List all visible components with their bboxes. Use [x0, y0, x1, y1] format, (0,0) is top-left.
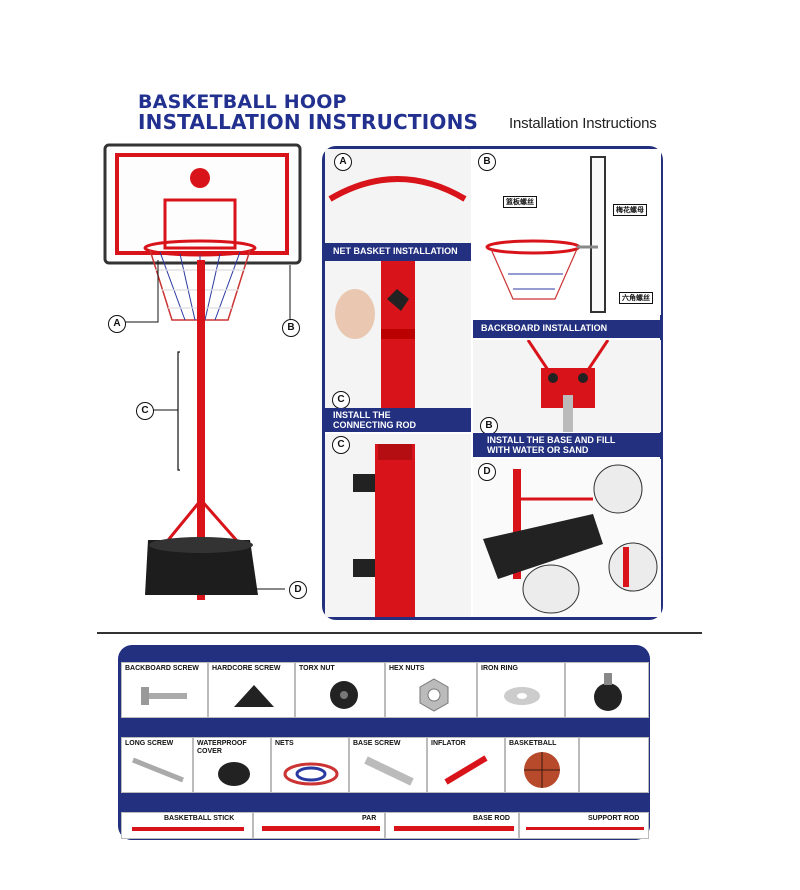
long-screw-icon [132, 757, 184, 783]
part-label: HEX NUTS [389, 665, 425, 672]
step-b-letter: B [478, 153, 496, 171]
basketball-icon [524, 752, 560, 788]
step-a-label: NET BASKET INSTALLATION [333, 246, 458, 256]
part-waterproof-cover: WATERPROOF COVER [193, 737, 271, 793]
panel-backboard: 篮板螺丝 梅花螺母 六角螺丝 [473, 149, 661, 315]
step-c-top-label-1: INSTALL THE [333, 410, 391, 420]
callout-d: D [289, 581, 307, 599]
callout-b: B [282, 319, 300, 337]
rod-par: PAR [253, 812, 385, 839]
hex-nut-icon [419, 678, 449, 712]
tag-torx-nut: 梅花螺母 [613, 204, 647, 216]
subtitle: Installation Instructions [509, 115, 657, 132]
base-install-illustration [483, 464, 658, 614]
tag-hex-screw: 六角螺丝 [619, 292, 653, 304]
tag-backboard-screw: 篮板螺丝 [503, 196, 537, 208]
callout-a: A [108, 315, 126, 333]
part-label: NETS [275, 740, 294, 747]
step-c-top-label-2: CONNECTING ROD [333, 420, 416, 430]
base-screw-icon [364, 756, 414, 786]
part-label: INFLATOR [431, 740, 466, 747]
panel-connecting-rod [325, 434, 471, 617]
step-c-top-letter: C [332, 391, 350, 409]
rod-label: BASE ROD [473, 815, 510, 822]
rod-bar [262, 826, 380, 831]
part-hex-nuts: HEX NUTS [385, 662, 477, 718]
backboard-install-illustration [485, 156, 606, 313]
part-label: TORX NUT [299, 665, 335, 672]
part-basketball: BASKETBALL [505, 737, 579, 793]
part-torx-nut: TORX NUT [295, 662, 385, 718]
screw-icon [141, 687, 187, 705]
step-b-mid-label-2: WITH WATER OR SAND [487, 445, 589, 455]
step-a-band: NET BASKET INSTALLATION [325, 243, 471, 261]
part-nets: NETS [271, 737, 349, 793]
part-label: IRON RING [481, 665, 518, 672]
bracket-illustration [526, 340, 610, 432]
section-divider [97, 632, 702, 634]
rod-label: SUPPORT ROD [588, 815, 640, 822]
step-b-label: BACKBOARD INSTALLATION [481, 323, 608, 333]
cover-icon [218, 762, 250, 786]
panel-bracket [473, 340, 661, 432]
part-label: BASE SCREW [353, 740, 401, 747]
rod-support-rod: SUPPORT ROD [519, 812, 649, 839]
part-hardcore-screw: HARDCORE SCREW [208, 662, 295, 718]
part-base-screw: BASE SCREW [349, 737, 427, 793]
rod-bar [394, 826, 514, 831]
torx-nut-icon [330, 681, 358, 709]
wheel-icon [594, 673, 622, 711]
rod-label: BASKETBALL STICK [164, 815, 235, 822]
rod-label: PAR [362, 815, 377, 822]
title-line-1: BASKETBALL HOOP [138, 91, 347, 113]
net-icon [283, 762, 339, 786]
part-long-screw: LONG SCREW [121, 737, 193, 793]
knob-icon [234, 685, 274, 707]
step-b-mid-label-1: INSTALL THE BASE AND FILL [487, 435, 616, 445]
part-label: WATERPROOF COVER [197, 740, 247, 755]
step-c-top-band: INSTALL THE CONNECTING ROD [325, 408, 471, 432]
part-label: HARDCORE SCREW [212, 665, 281, 672]
rod-base-rod: BASE ROD [385, 812, 519, 839]
part-label: LONG SCREW [125, 740, 174, 747]
part-iron-ring: IRON RING [477, 662, 565, 718]
part-inflator: INFLATOR [427, 737, 505, 793]
net-installation-illustration [328, 176, 467, 432]
panel-base [473, 459, 661, 617]
part-label: BASKETBALL [509, 740, 557, 747]
step-d-letter: D [478, 463, 496, 481]
washer-icon [504, 687, 540, 705]
part-wheel [565, 662, 649, 718]
callout-c: C [136, 402, 154, 420]
steps-frame [322, 146, 663, 620]
step-a-letter: A [334, 153, 352, 171]
hoop-overview-illustration [103, 143, 302, 600]
part-label: BACKBOARD SCREW [125, 665, 199, 672]
part-empty [579, 737, 649, 793]
title-line-2: INSTALLATION INSTRUCTIONS [138, 110, 479, 134]
part-backboard-screw: BACKBOARD SCREW [121, 662, 208, 718]
rod-bar [132, 827, 244, 831]
pump-icon [444, 755, 488, 785]
step-c-bottom-letter: C [332, 436, 350, 454]
step-b-band: BACKBOARD INSTALLATION [473, 320, 661, 338]
rod-basketball-stick: BASKETBALL STICK [121, 812, 253, 839]
panel-net-installation [325, 149, 471, 432]
step-b-mid-band: INSTALL THE BASE AND FILL WITH WATER OR … [473, 433, 661, 457]
connecting-rod-illustration [353, 444, 415, 617]
rod-bar [526, 827, 644, 830]
